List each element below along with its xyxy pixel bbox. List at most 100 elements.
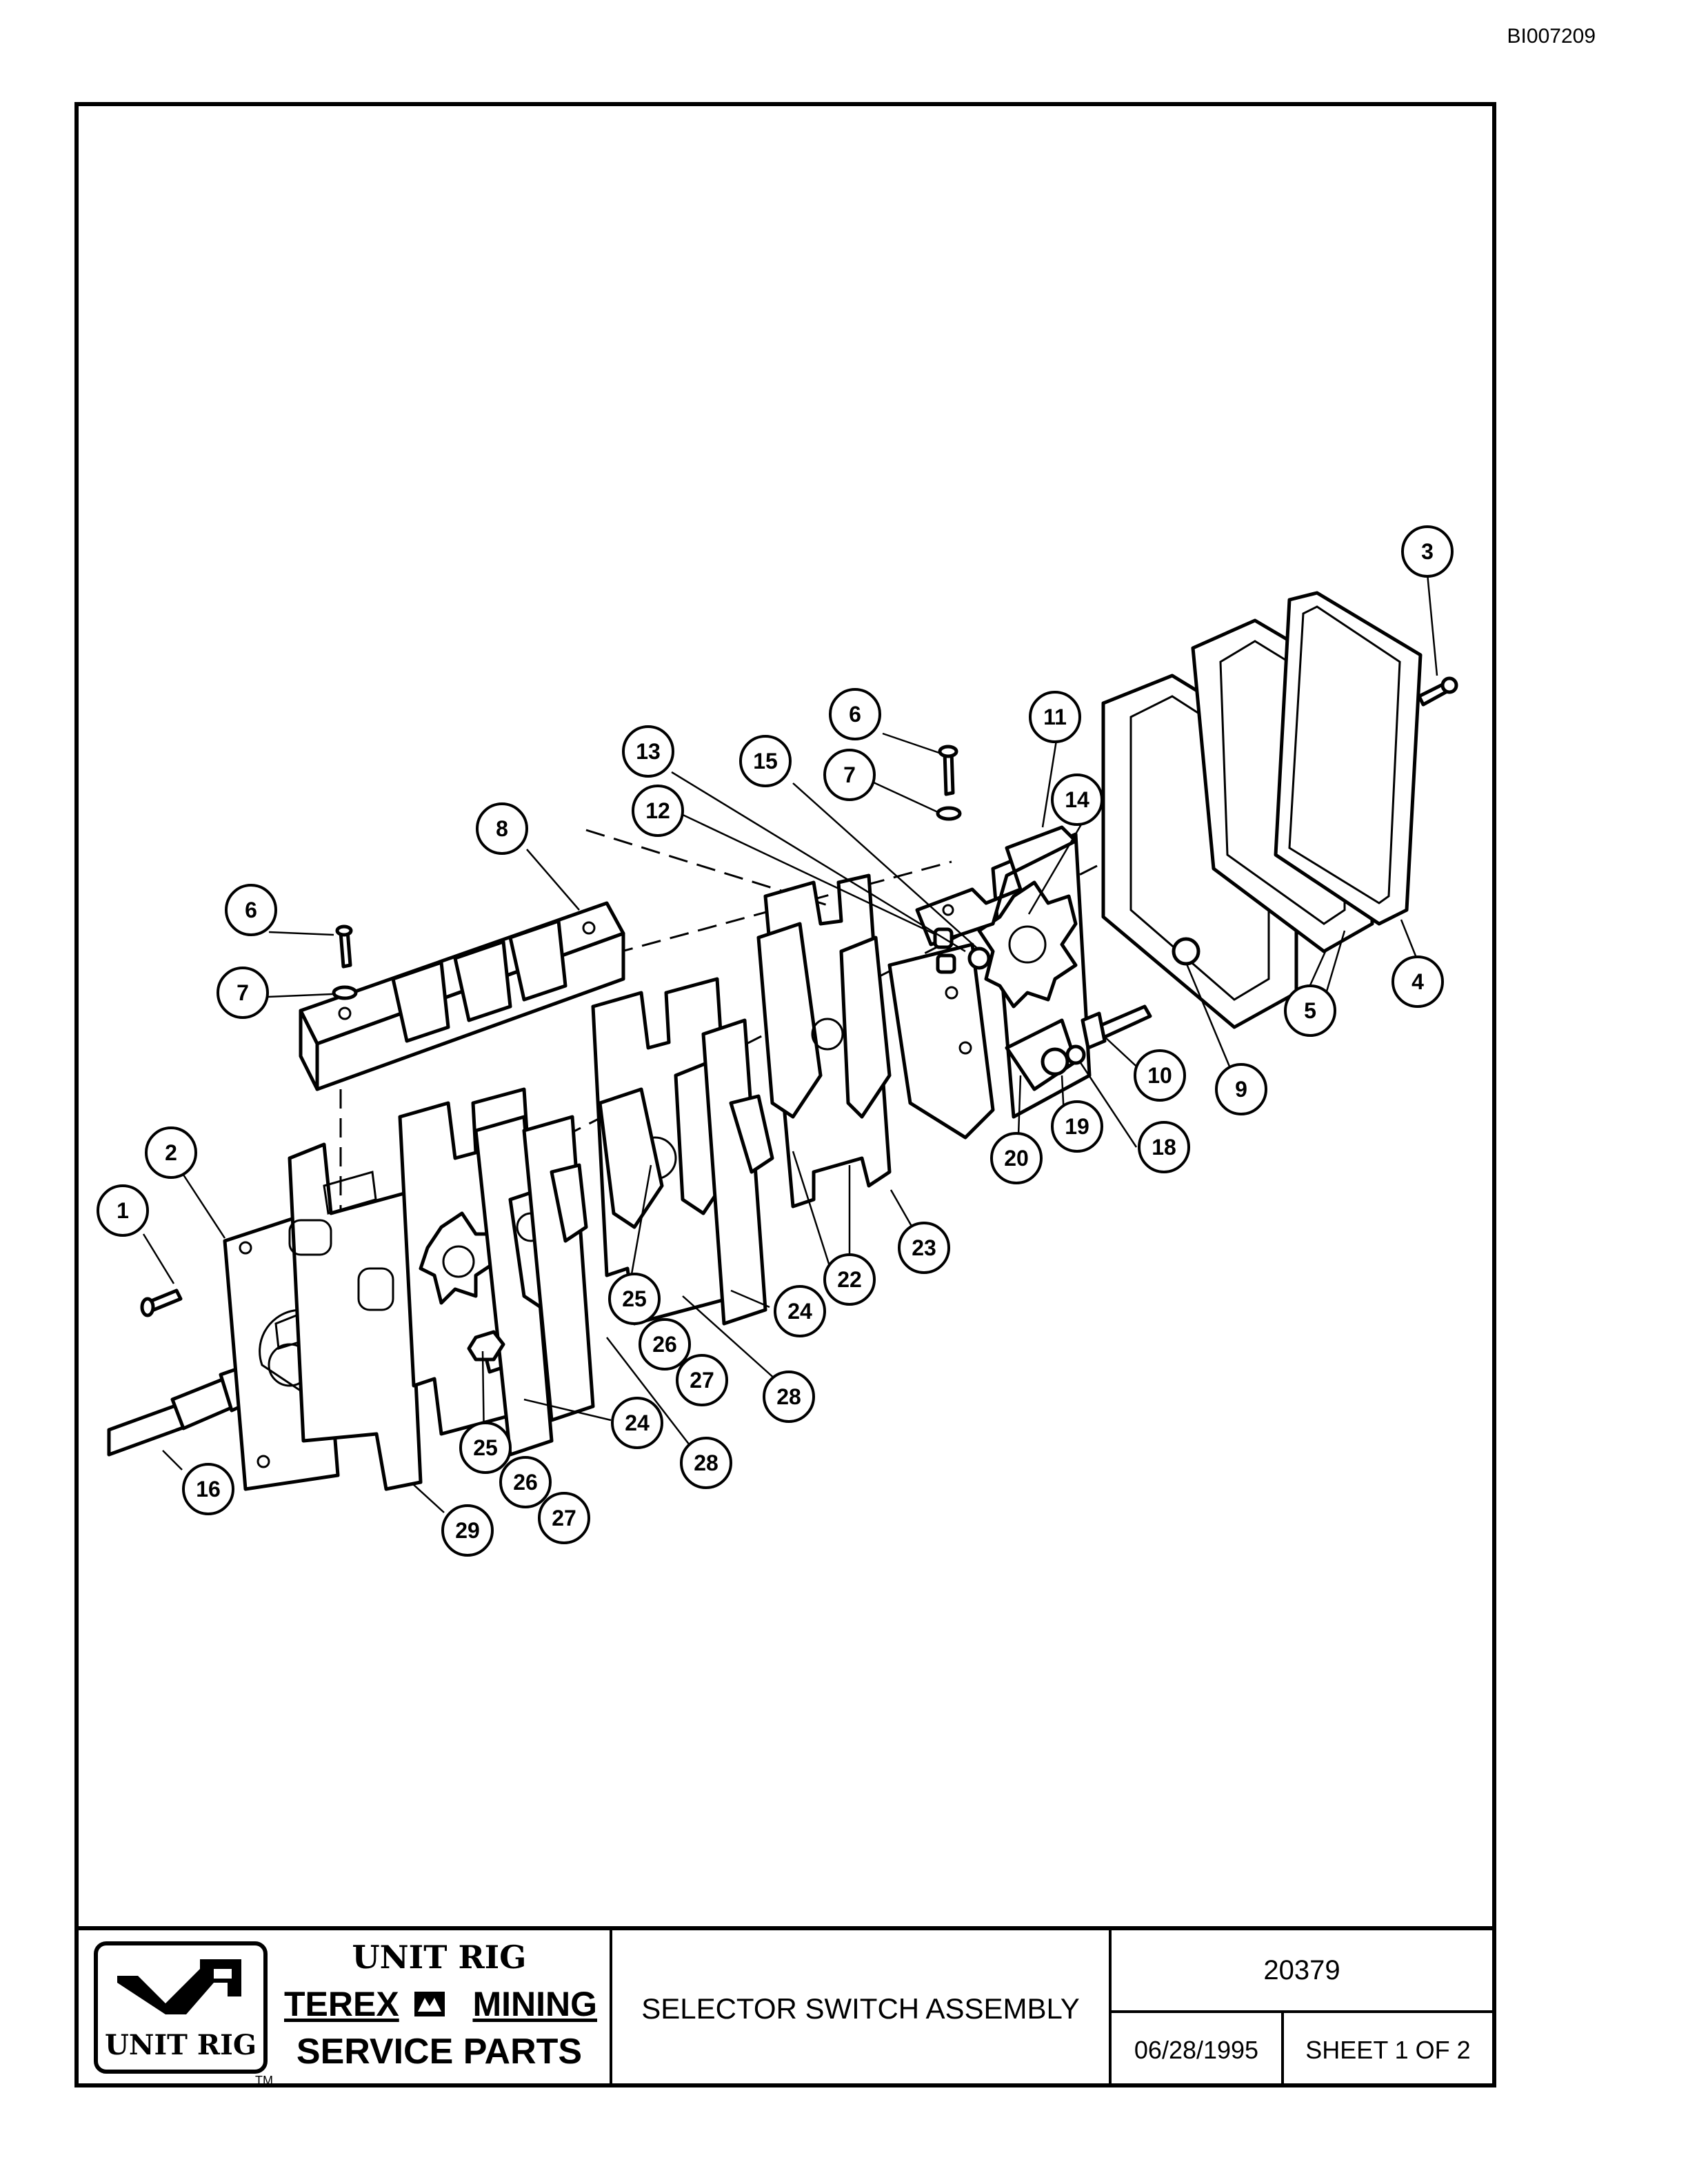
- svg-text:6: 6: [849, 702, 861, 727]
- svg-text:11: 11: [1043, 705, 1067, 729]
- callout-28-right: 28: [763, 1371, 815, 1423]
- unit-rig-logo: UNIT RIG: [94, 1941, 268, 2074]
- svg-text:24: 24: [625, 1410, 650, 1435]
- part-gasket-4: [1274, 591, 1423, 926]
- part-screw-3: [1417, 676, 1458, 707]
- svg-text:29: 29: [455, 1518, 480, 1543]
- exploded-diagram: 1 2 3 4 5 6 6 7 7 8 9 10 11 12 13 14 15 …: [97, 525, 1458, 1557]
- callout-20: 20: [990, 1132, 1043, 1184]
- callout-13: 13: [622, 725, 674, 778]
- svg-text:26: 26: [513, 1470, 538, 1495]
- leader-lines: [142, 573, 1438, 1513]
- callout-19: 19: [1051, 1100, 1103, 1153]
- svg-text:18: 18: [1152, 1135, 1176, 1160]
- callout-23: 23: [898, 1222, 950, 1274]
- callout-25-right: 25: [608, 1273, 661, 1325]
- callout-4: 4: [1391, 956, 1444, 1008]
- part-insulator-rear: [756, 873, 892, 1209]
- callout-6-left: 6: [225, 884, 277, 936]
- svg-text:23: 23: [912, 1235, 936, 1260]
- drawing-date: 06/28/1995: [1112, 2013, 1284, 2087]
- svg-text:27: 27: [552, 1506, 576, 1530]
- callout-16: 16: [182, 1463, 234, 1515]
- svg-text:28: 28: [776, 1384, 801, 1409]
- callout-7-left: 7: [217, 967, 269, 1019]
- svg-text:12: 12: [645, 798, 670, 823]
- svg-text:9: 9: [1235, 1077, 1247, 1102]
- svg-text:19: 19: [1065, 1114, 1089, 1139]
- callout-27-left: 27: [538, 1492, 590, 1544]
- callout-27-right: 27: [676, 1354, 728, 1406]
- part-insulator-middle: [591, 977, 740, 1326]
- drawing-title: SELECTOR SWITCH ASSEMBLY: [612, 1930, 1112, 2087]
- part-screw-6-right: [936, 745, 962, 821]
- document-id: BI007209: [1507, 25, 1596, 48]
- callout-7-right: 7: [823, 749, 876, 801]
- svg-text:25: 25: [473, 1435, 498, 1460]
- part-top-bracket: [915, 825, 1078, 947]
- drawing-number: 20379: [1112, 1930, 1492, 2013]
- part-detent-plate: [977, 832, 1092, 1119]
- callout-24-left: 24: [611, 1397, 663, 1449]
- callout-24-right: 24: [774, 1285, 826, 1337]
- part-nut-25: [467, 1330, 505, 1362]
- svg-text:20: 20: [1004, 1146, 1029, 1171]
- logo-cell: UNIT RIG TM UNIT RIG TEREX MINING SERVIC…: [79, 1930, 612, 2087]
- svg-text:26: 26: [652, 1332, 677, 1357]
- part-terminal-block: [299, 901, 625, 1091]
- part-shaft: [107, 1363, 259, 1457]
- trademark: TM: [255, 2074, 273, 2087]
- svg-text:8: 8: [496, 816, 508, 841]
- svg-text:4: 4: [1411, 969, 1424, 994]
- svg-text:16: 16: [196, 1477, 221, 1502]
- callout-11: 11: [1029, 691, 1081, 743]
- sheet-number: SHEET 1 OF 2: [1305, 2036, 1471, 2064]
- terex-mining-icon: [414, 1992, 445, 2016]
- part-screw-10: [1081, 1004, 1152, 1050]
- callout-9: 9: [1215, 1063, 1267, 1115]
- brand-line-3: SERVICE PARTS: [296, 2032, 583, 2072]
- callout-2: 2: [145, 1126, 197, 1179]
- svg-text:5: 5: [1304, 998, 1316, 1023]
- svg-text:27: 27: [690, 1368, 714, 1393]
- svg-text:24: 24: [787, 1299, 812, 1324]
- callout-12: 12: [632, 785, 684, 837]
- svg-text:14: 14: [1065, 787, 1089, 812]
- callout-26-right: 26: [639, 1318, 691, 1371]
- svg-text:10: 10: [1147, 1063, 1172, 1088]
- callout-18: 18: [1138, 1121, 1190, 1173]
- logo-text: UNIT RIG: [105, 2029, 257, 2061]
- brand-line-1: UNIT RIG: [352, 1939, 527, 1976]
- callout-26-left: 26: [499, 1456, 552, 1508]
- part-screw-6-left: [332, 924, 358, 1000]
- part-contact-plate-b: [701, 1018, 774, 1326]
- callout-5: 5: [1284, 984, 1336, 1037]
- part-small-hardware: [933, 927, 991, 974]
- brand-terex: TEREX: [284, 1985, 399, 2023]
- svg-text:25: 25: [622, 1286, 647, 1311]
- svg-text:3: 3: [1421, 539, 1434, 564]
- callout-29: 29: [441, 1504, 494, 1557]
- unit-rig-logo-mark: [117, 1959, 241, 2014]
- callout-10: 10: [1134, 1049, 1186, 1102]
- drawing-frame: 1 2 3 4 5 6 6 7 7 8 9 10 11 12 13 14 15 …: [74, 102, 1496, 2087]
- svg-text:7: 7: [237, 980, 249, 1005]
- part-washers: [1041, 1044, 1086, 1076]
- callout-6-right: 6: [829, 688, 881, 740]
- svg-text:15: 15: [753, 749, 778, 774]
- svg-text:1: 1: [117, 1198, 129, 1223]
- svg-text:28: 28: [694, 1450, 719, 1475]
- brand-line-2: TEREX MINING: [279, 1984, 600, 2024]
- callout-14: 14: [1051, 774, 1103, 826]
- svg-text:6: 6: [245, 898, 257, 922]
- title-block: UNIT RIG TM UNIT RIG TEREX MINING SERVIC…: [79, 1926, 1492, 2087]
- callout-1: 1: [97, 1184, 149, 1237]
- part-body-housing: [288, 1142, 423, 1491]
- svg-text:2: 2: [165, 1140, 177, 1165]
- info-cell: 20379 06/28/1995 SHEET 1 OF 2: [1112, 1930, 1492, 2087]
- svg-text:22: 22: [837, 1267, 862, 1292]
- callout-3: 3: [1401, 525, 1454, 578]
- svg-text:13: 13: [636, 739, 661, 764]
- part-screw-1: [140, 1288, 183, 1317]
- svg-text:7: 7: [843, 762, 856, 787]
